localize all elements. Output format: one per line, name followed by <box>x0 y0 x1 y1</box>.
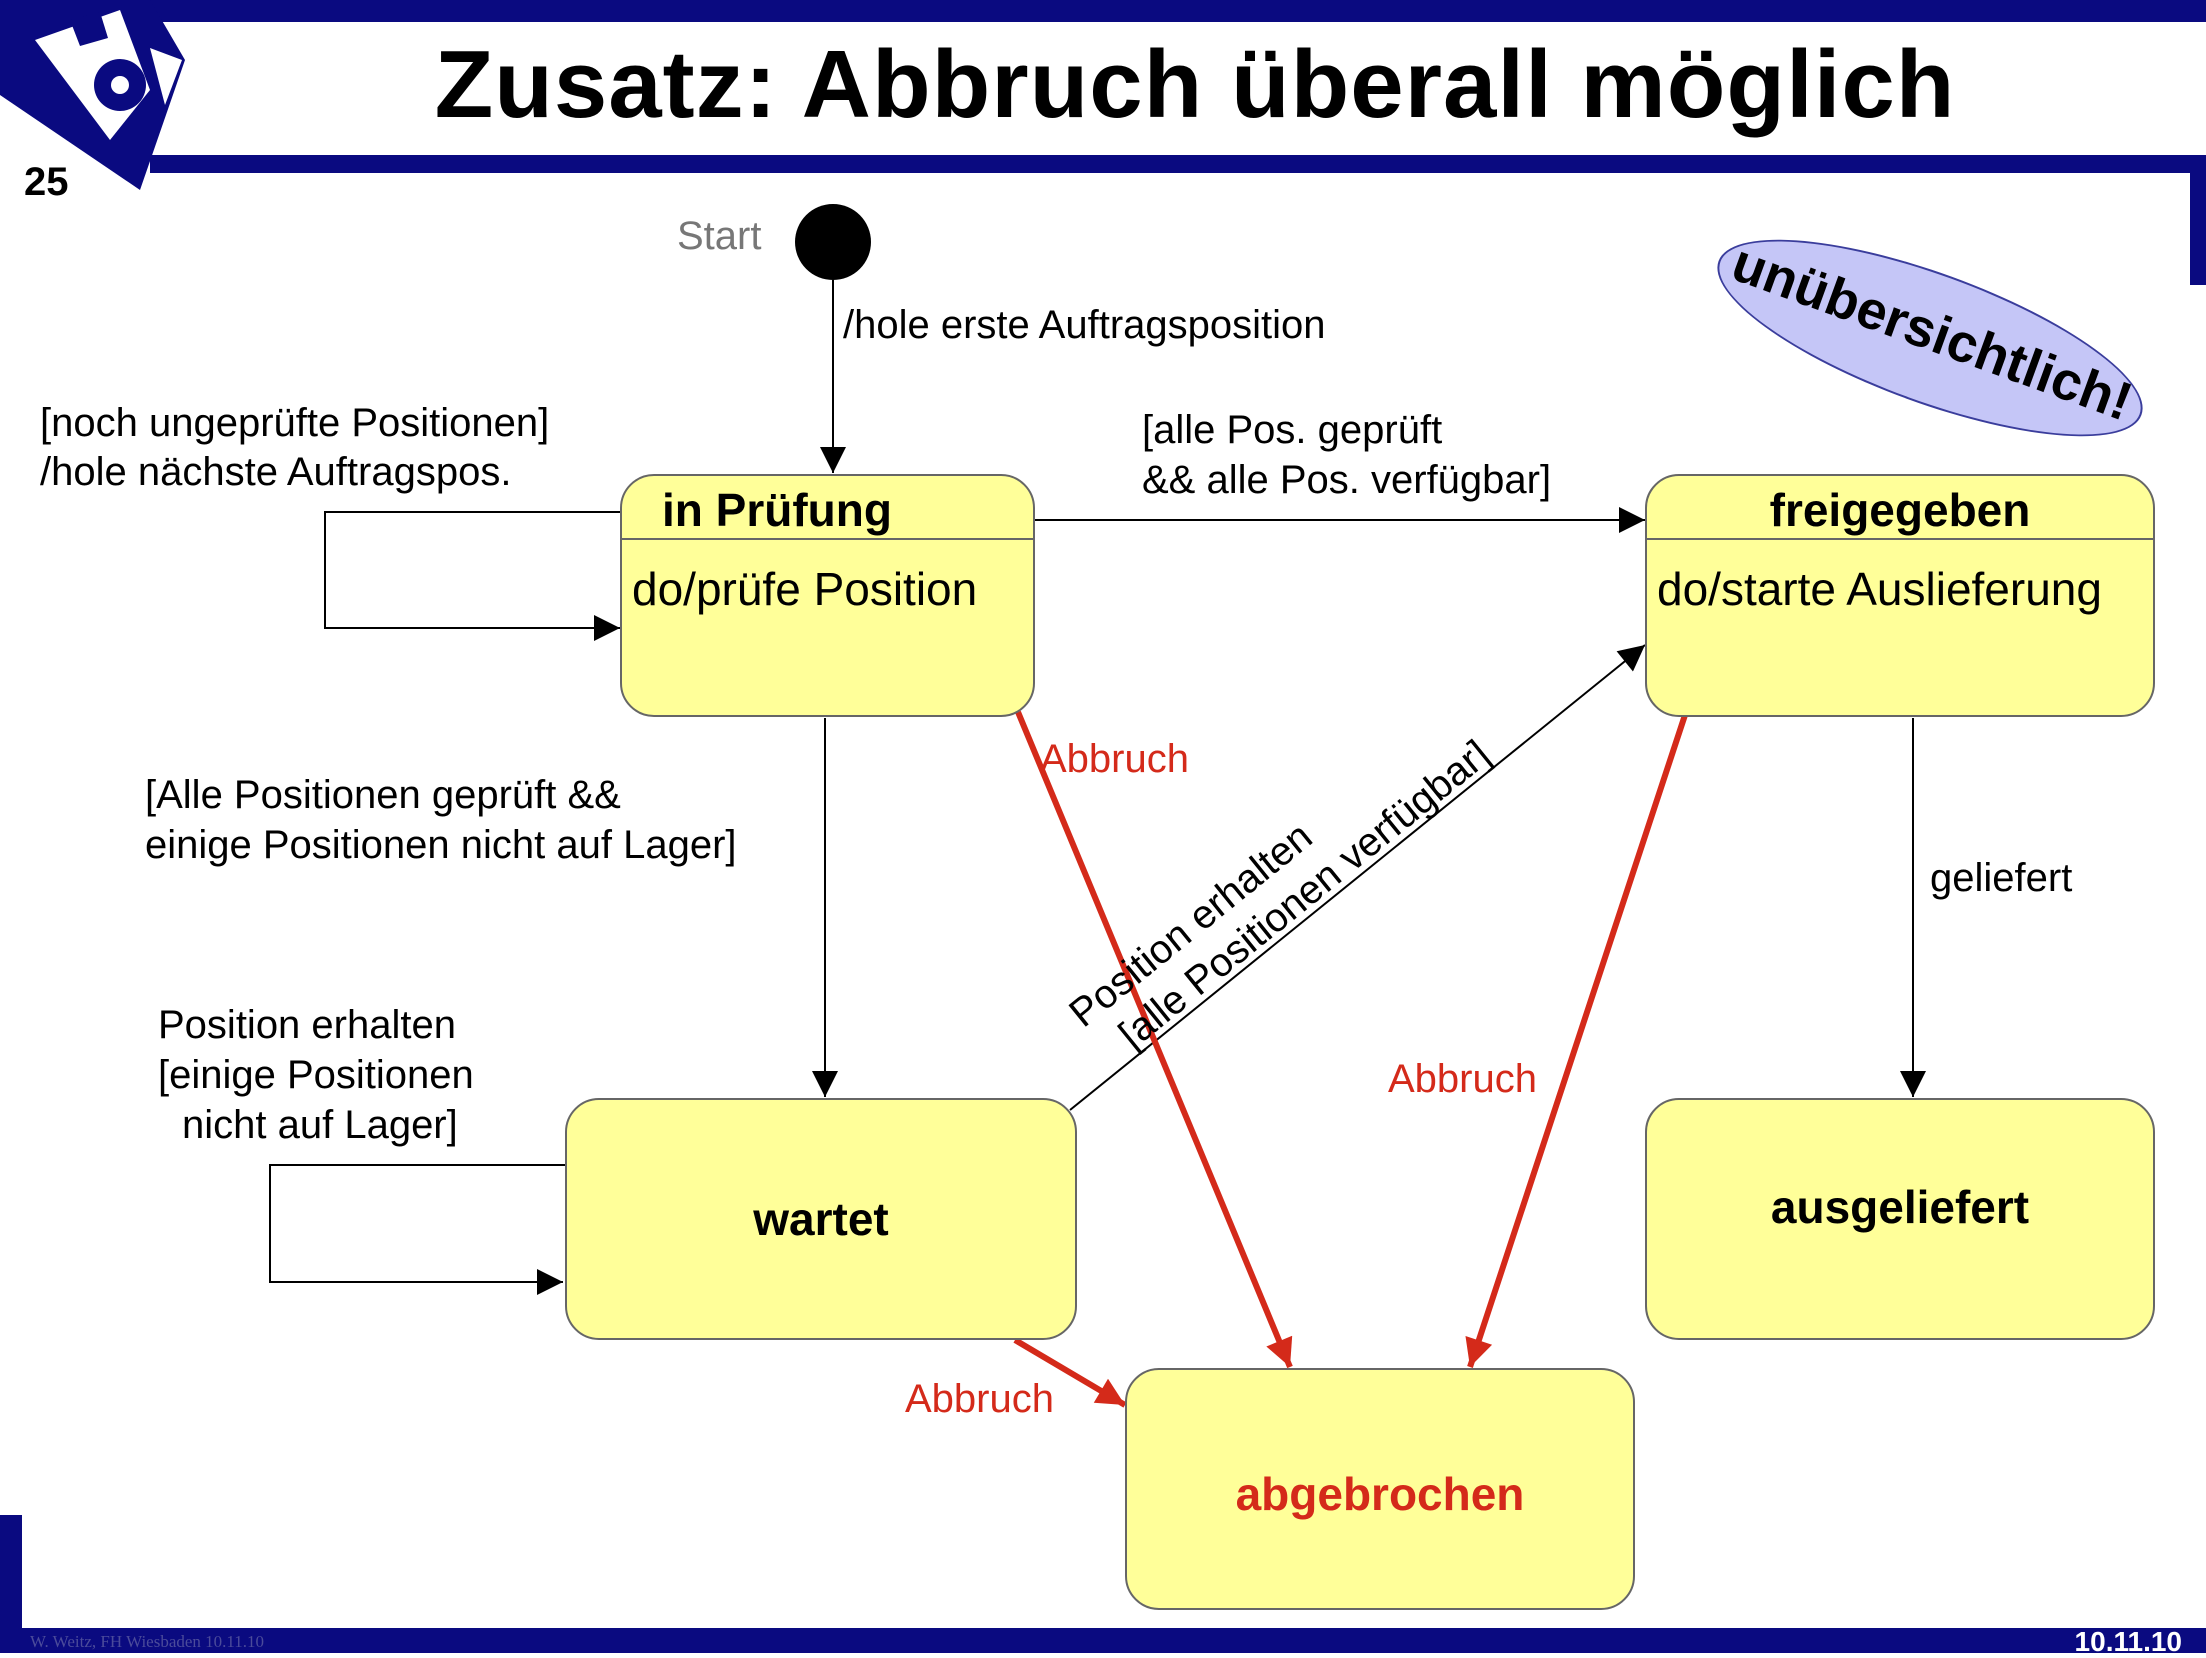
self-wartet-guard-2: nicht auf Lager] <box>182 1103 458 1147</box>
state-freigegeben-name: freigegeben <box>1647 476 2153 540</box>
arrow-wartet-to-freigegeben <box>1069 644 1646 1111</box>
geliefert-label: geliefert <box>1930 856 2073 900</box>
arrow-abbruch-from-pruefung <box>1015 710 1293 1369</box>
state-ausgeliefert: ausgeliefert <box>1645 1098 2155 1340</box>
floppy-disk-logo <box>0 0 185 190</box>
state-in-pruefung-name: in Prüfung <box>622 476 1033 540</box>
arrow-abbruch-from-freigegeben <box>1465 714 1688 1368</box>
self-pruefung-action: /hole nächste Auftragspos. <box>40 450 512 494</box>
to-wartet-guard-2: einige Positionen nicht auf Lager] <box>145 823 737 867</box>
right-frame-bar <box>2190 155 2206 285</box>
top-frame-bar <box>0 0 2206 22</box>
self-pruefung-guard: [noch ungeprüfte Positionen] <box>40 401 550 445</box>
state-wartet: wartet <box>565 1098 1077 1340</box>
self-wartet-event: Position erhalten <box>158 1003 456 1047</box>
to-wartet-guard-1: [Alle Positionen geprüft && <box>145 773 621 817</box>
state-freigegeben: freigegeben do/starte Auslieferung <box>1645 474 2155 717</box>
start-node <box>795 204 871 280</box>
state-in-pruefung-activity: do/prüfe Position <box>632 563 978 615</box>
state-wartet-name: wartet <box>753 1193 889 1245</box>
start-label: Start <box>677 214 762 258</box>
to-freigegeben-guard-1: [alle Pos. geprüft <box>1142 408 1443 452</box>
state-ausgeliefert-name: ausgeliefert <box>1770 1181 2030 1234</box>
title-underline-bar <box>150 155 2206 173</box>
abbruch-label-wartet: Abbruch <box>905 1377 1054 1421</box>
abbruch-label-freigegeben: Abbruch <box>1388 1057 1537 1101</box>
bottom-frame-bar <box>0 1628 2206 1653</box>
state-in-pruefung: in Prüfung do/prüfe Position <box>620 474 1035 717</box>
initial-transition-label: /hole erste Auftragsposition <box>843 303 1326 347</box>
state-abgebrochen: abgebrochen <box>1125 1368 1635 1610</box>
slide-title: Zusatz: Abbruch überall möglich <box>434 31 1956 138</box>
state-freigegeben-activity: do/starte Auslieferung <box>1657 563 2102 615</box>
abbruch-label-pruefung: Abbruch <box>1040 737 1189 781</box>
arrow-self-wartet <box>269 1164 565 1295</box>
left-frame-bar <box>0 1515 22 1653</box>
arrow-self-pruefung <box>324 511 622 641</box>
footer-author: W. Weitz, FH Wiesbaden 10.11.10 <box>30 1632 265 1651</box>
to-freigegeben-guard-2: && alle Pos. verfügbar] <box>1142 458 1552 502</box>
self-wartet-guard-1: [einige Positionen <box>158 1053 474 1097</box>
slide-number: 25 <box>24 160 69 204</box>
state-abgebrochen-name: abgebrochen <box>1235 1467 1525 1520</box>
arrow-abbruch-from-wartet <box>1013 1337 1127 1408</box>
footer-date: 10.11.10 <box>2074 1626 2182 1657</box>
